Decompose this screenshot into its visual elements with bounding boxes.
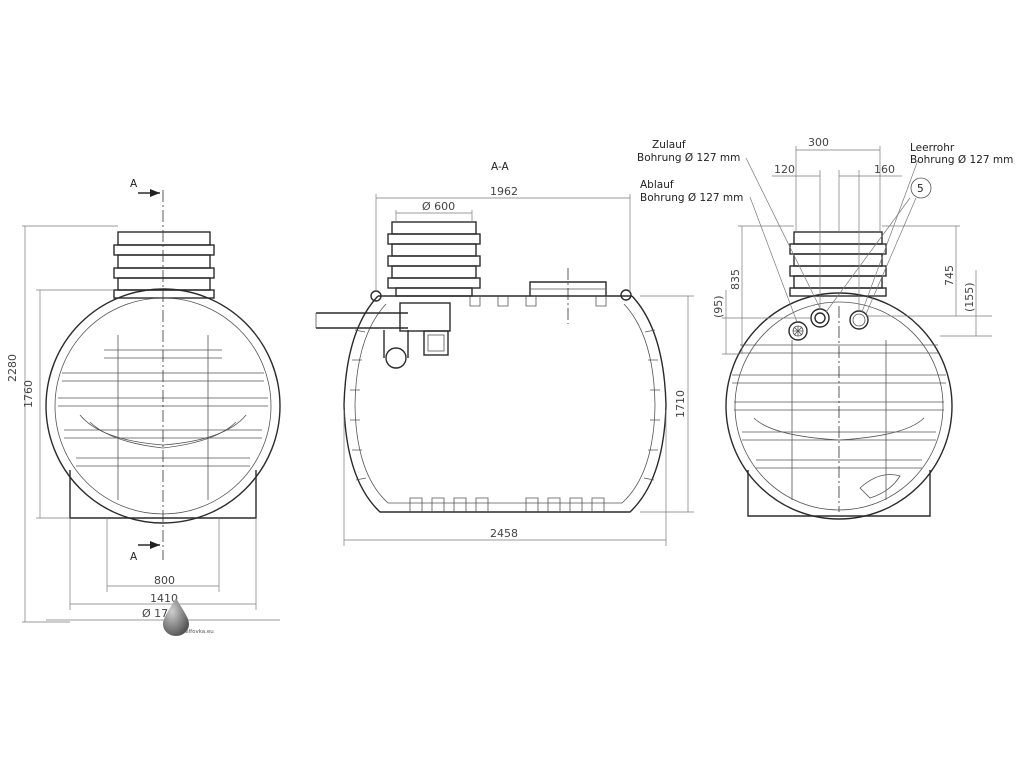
dim-foot-width: 800 <box>154 574 175 587</box>
dim-total-length: 2458 <box>490 527 518 540</box>
dim-body-height: 1760 <box>22 380 35 408</box>
outlet-bore <box>788 321 808 341</box>
section-top-ribs <box>469 281 607 307</box>
front-shaft <box>113 231 215 299</box>
section-hull-outer <box>343 295 667 513</box>
dim-section-height: 1710 <box>674 390 687 418</box>
side-shaft <box>789 231 887 297</box>
svg-text:5: 5 <box>917 183 924 195</box>
side-view: Zulauf Bohrung Ø 127 mm Ablauf Bohrung Ø… <box>637 136 1013 520</box>
front-view: A A 2280 1760 800 1410 Ø 17 <box>6 178 281 636</box>
section-title: A-A <box>491 161 510 173</box>
inlet-bore-text: Bohrung Ø 127 mm <box>637 152 740 164</box>
section-inlet <box>315 289 632 369</box>
dim-745: 745 <box>943 265 956 286</box>
drop-icon <box>163 598 189 636</box>
section-bottom-ribs <box>409 497 605 512</box>
side-tank-outline <box>725 292 953 520</box>
dim-95: (95) <box>712 295 725 318</box>
section-dimensions <box>343 194 694 546</box>
inlet-title: Zulauf <box>652 139 686 151</box>
dim-top-length: 1962 <box>490 185 518 198</box>
dim-300: 300 <box>808 136 829 149</box>
section-shaft <box>387 221 481 297</box>
dim-diameter: Ø 17 <box>142 607 168 620</box>
dim-835: 835 <box>729 269 742 290</box>
dim-total-height: 2280 <box>6 354 19 382</box>
watermark-logo: Delfovka.eu <box>163 598 214 636</box>
outlet-title: Ablauf <box>640 179 674 191</box>
svg-text:Delfovka.eu: Delfovka.eu <box>181 629 214 635</box>
section-side-ribs <box>350 329 660 481</box>
drain-title: Leerrohr <box>910 142 955 154</box>
item-balloon: 5 <box>910 177 932 199</box>
front-tank-outline <box>45 288 281 524</box>
section-marker-bottom: A <box>130 541 160 563</box>
dim-160: 160 <box>874 163 895 176</box>
section-hull-inner <box>354 303 656 504</box>
dim-body-width: 1410 <box>150 592 178 605</box>
drain-bore-text: Bohrung Ø 127 mm <box>910 154 1013 166</box>
dim-120: 120 <box>774 163 795 176</box>
dim-155: (155) <box>963 282 976 312</box>
dim-shaft-diameter: Ø 600 <box>422 200 455 213</box>
section-marker-top: A <box>130 178 160 197</box>
svg-text:A: A <box>130 551 138 563</box>
drain-bore <box>849 310 869 330</box>
outlet-bore-text: Bohrung Ø 127 mm <box>640 192 743 204</box>
section-view: A-A <box>315 161 694 546</box>
svg-text:A: A <box>130 178 138 190</box>
side-tank-foot <box>747 470 931 517</box>
front-dimensions <box>22 225 280 623</box>
side-dimensions <box>722 146 992 355</box>
leader-lines <box>745 157 919 323</box>
